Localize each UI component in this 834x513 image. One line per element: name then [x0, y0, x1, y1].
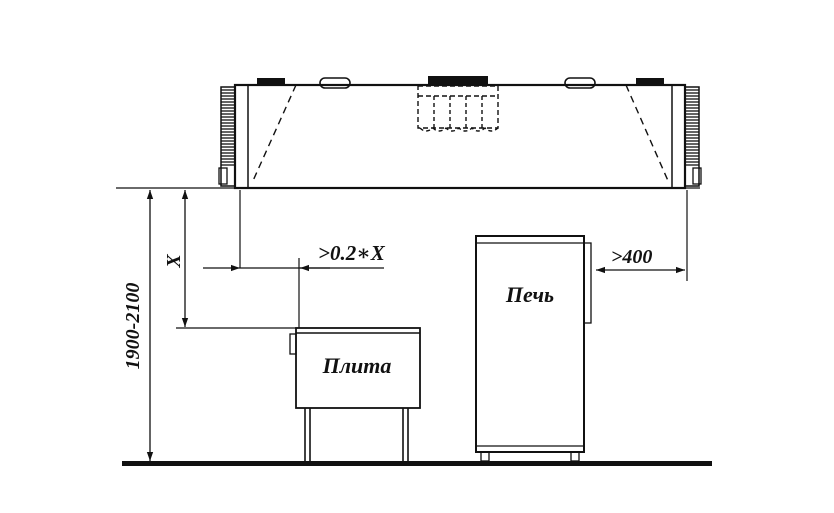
left-grille	[218, 86, 236, 187]
stove-label: Плита	[322, 353, 392, 378]
hood-slant-left	[251, 84, 297, 184]
floor	[122, 461, 712, 466]
top-fitting	[428, 76, 488, 85]
oven-label: Печь	[505, 282, 554, 307]
filter-cassettes	[417, 85, 499, 132]
top-fitting	[636, 78, 664, 85]
hanging-lug	[319, 77, 351, 89]
hood-slant-right	[625, 84, 670, 184]
hanging-lug	[564, 77, 596, 89]
oven-offset-label: >400	[611, 246, 652, 268]
right-grille	[684, 86, 702, 187]
stove	[289, 327, 421, 461]
x-label: X	[163, 254, 185, 269]
dimension-lines	[116, 187, 700, 461]
top-fitting	[257, 78, 285, 85]
height-label: 1900-2100	[122, 283, 144, 370]
hood-body	[233, 83, 687, 190]
exhaust-hood	[218, 76, 702, 190]
oven	[475, 235, 592, 462]
stove-offset-label: >0.2∗X	[318, 241, 386, 265]
